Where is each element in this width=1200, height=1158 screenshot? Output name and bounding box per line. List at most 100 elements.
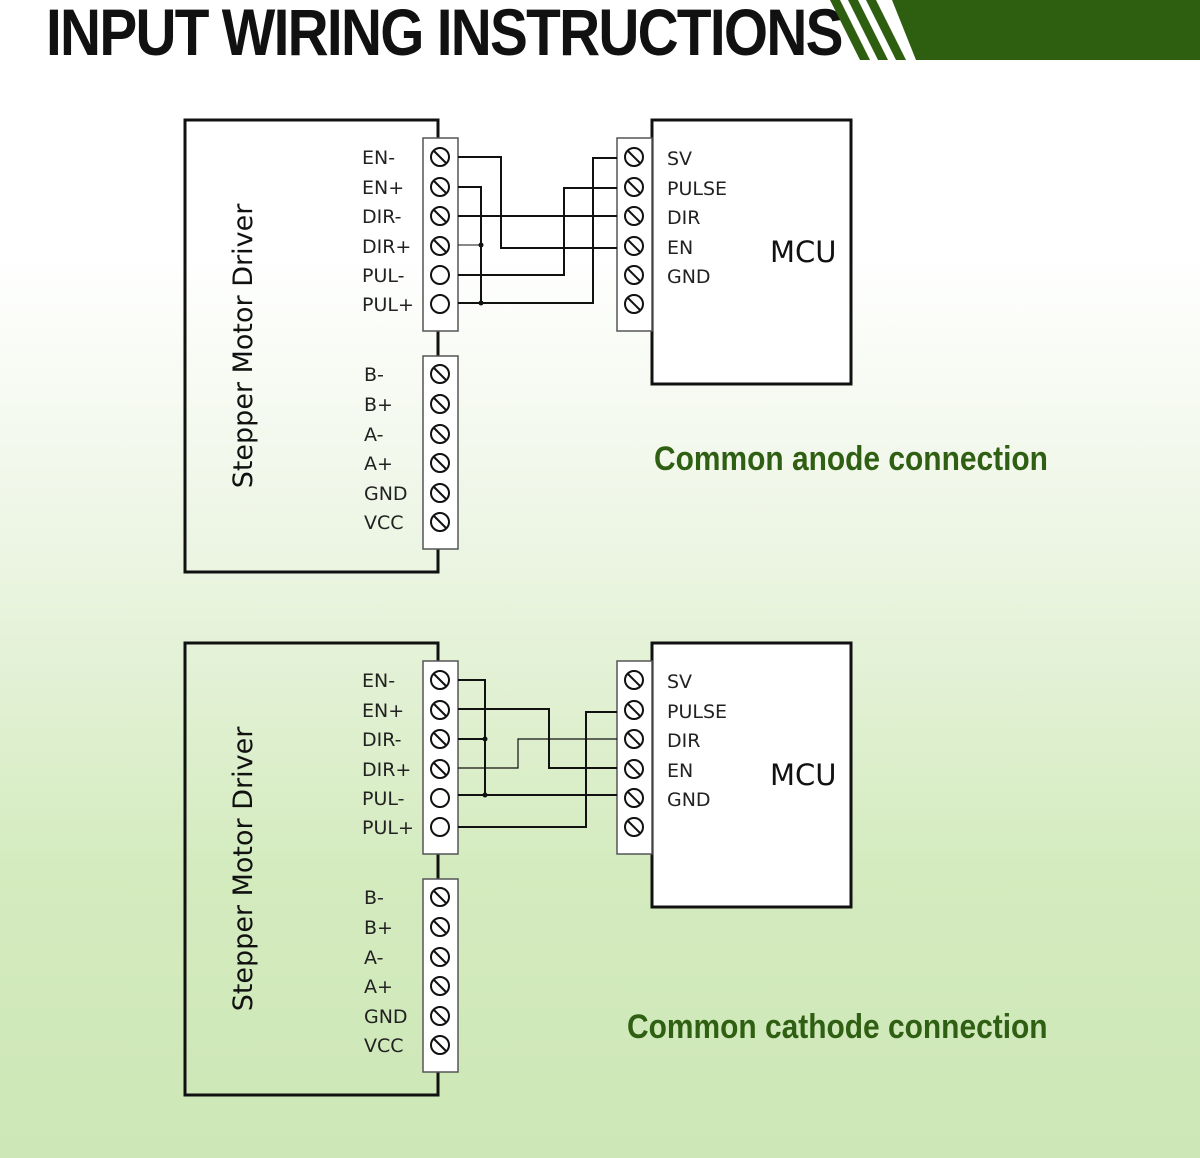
junction-dot [482, 736, 488, 742]
common-anode-diagram: Stepper Motor Driver EN- EN+ DIR- DIR+ PUL- PU… [183, 118, 853, 574]
screw-terminal-icon [624, 147, 644, 167]
driver-power-label: A- [364, 947, 383, 969]
wire [458, 187, 617, 276]
driver-signal-label: EN+ [362, 700, 404, 722]
screw-terminal-icon [430, 976, 450, 996]
driver-label: Stepper Motor Driver [228, 203, 259, 488]
driver-signal-label: EN+ [362, 177, 404, 199]
power-terminal-block [422, 355, 459, 550]
screw-terminal-icon [430, 512, 450, 532]
mcu-box [650, 118, 853, 386]
driver-power-label: A+ [364, 453, 393, 475]
screw-terminal-icon [624, 788, 644, 808]
driver-signal-label: DIR+ [362, 759, 411, 781]
wire [458, 738, 617, 769]
signal-terminal-block [422, 137, 459, 332]
mcu-box [650, 641, 853, 909]
screw-terminal-icon [430, 817, 450, 837]
driver-power-label: GND [364, 483, 408, 505]
driver-power-label: GND [364, 1006, 408, 1028]
mcu-terminal-label: SV [667, 148, 692, 170]
junction-dot [482, 792, 488, 798]
screw-terminal-icon [430, 424, 450, 444]
mcu-terminal-block [616, 137, 653, 332]
screw-terminal-icon [430, 947, 450, 967]
screw-terminal-icon [624, 236, 644, 256]
screw-terminal-icon [430, 1035, 450, 1055]
screw-terminal-icon [430, 265, 450, 285]
wire [458, 186, 482, 303]
driver-signal-label: PUL+ [362, 817, 414, 839]
mcu-terminal-block [616, 660, 653, 855]
driver-power-label: B- [364, 887, 384, 909]
screw-terminal-icon [430, 788, 450, 808]
driver-signal-label: PUL- [362, 265, 404, 287]
screw-terminal-icon [430, 394, 450, 414]
junction-dot [478, 300, 484, 306]
screw-terminal-icon [430, 294, 450, 314]
mcu-terminal-label: GND [667, 266, 711, 288]
screw-terminal-icon [624, 177, 644, 197]
caption-common-cathode: Common cathode connection [627, 1008, 1048, 1046]
screw-terminal-icon [430, 147, 450, 167]
driver-power-label: VCC [364, 1035, 404, 1057]
driver-power-label: A- [364, 424, 383, 446]
screw-terminal-icon [430, 1006, 450, 1026]
caption-common-anode: Common anode connection [654, 440, 1048, 478]
screw-terminal-icon [430, 729, 450, 749]
screw-terminal-icon [430, 177, 450, 197]
driver-signal-label: DIR- [362, 729, 402, 751]
screw-terminal-icon [624, 817, 644, 837]
screw-terminal-icon [430, 236, 450, 256]
mcu-terminal-label: EN [667, 237, 693, 259]
mcu-terminal-label: SV [667, 671, 692, 693]
mcu-terminal-label: DIR [667, 207, 700, 229]
screw-terminal-icon [430, 453, 450, 473]
signal-terminal-block [422, 660, 459, 855]
screw-terminal-icon [624, 759, 644, 779]
mcu-label: MCU [770, 235, 837, 269]
screw-terminal-icon [430, 759, 450, 779]
mcu-label: MCU [770, 758, 837, 792]
mcu-terminal-label: EN [667, 760, 693, 782]
screw-terminal-icon [430, 483, 450, 503]
page-title: INPUT WIRING INSTRUCTIONS [46, 0, 843, 69]
wire [458, 679, 486, 795]
screw-terminal-icon [430, 887, 450, 907]
wire [458, 156, 617, 249]
screw-terminal-icon [430, 670, 450, 690]
driver-power-label: B+ [364, 917, 393, 939]
wire [458, 157, 617, 304]
power-terminal-block [422, 878, 459, 1073]
screw-terminal-icon [430, 917, 450, 937]
screw-terminal-icon [430, 364, 450, 384]
screw-terminal-icon [624, 265, 644, 285]
mcu-terminal-label: PULSE [667, 178, 727, 200]
driver-power-label: VCC [364, 512, 404, 534]
driver-signal-label: PUL+ [362, 294, 414, 316]
screw-terminal-icon [430, 206, 450, 226]
screw-terminal-icon [624, 670, 644, 690]
driver-signal-label: DIR- [362, 206, 402, 228]
common-cathode-diagram: Stepper Motor Driver EN- EN+ DIR- DIR+ PUL- PU… [183, 641, 853, 1097]
mcu-terminal-label: DIR [667, 730, 700, 752]
driver-power-label: B+ [364, 394, 393, 416]
screw-terminal-icon [624, 206, 644, 226]
driver-power-label: B- [364, 364, 384, 386]
screw-terminal-icon [624, 294, 644, 314]
driver-box [183, 118, 440, 574]
driver-signal-label: DIR+ [362, 236, 411, 258]
driver-power-label: A+ [364, 976, 393, 998]
driver-signal-label: PUL- [362, 788, 404, 810]
header-accent-bar [830, 0, 1200, 60]
driver-label: Stepper Motor Driver [228, 726, 259, 1011]
screw-terminal-icon [624, 700, 644, 720]
wire [458, 711, 617, 828]
mcu-terminal-label: PULSE [667, 701, 727, 723]
screw-terminal-icon [430, 700, 450, 720]
driver-box [183, 641, 440, 1097]
junction-dot [478, 242, 484, 248]
driver-signal-label: EN- [362, 670, 395, 692]
driver-signal-label: EN- [362, 147, 395, 169]
